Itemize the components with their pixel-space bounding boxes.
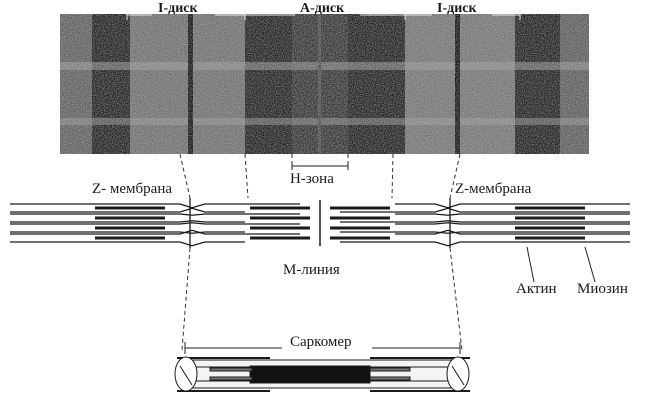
actin-filament [10, 214, 300, 215]
sarcomere-label: Саркомер [290, 334, 352, 350]
z-membrane-right-label: Z-мембрана [455, 181, 532, 197]
actin-filament [340, 221, 630, 222]
filament-schematic [10, 198, 630, 248]
myosin-bundle [250, 366, 370, 383]
actin-filament [10, 221, 245, 222]
h-zone-bracket [292, 162, 348, 170]
actin-filament [395, 223, 630, 224]
i-disk-left-label: I-диск [158, 1, 198, 16]
label-pointers [527, 247, 595, 282]
sarcomere-model [175, 357, 470, 391]
actin-filament [395, 214, 630, 215]
z-membrane-left-label: Z- мембрана [92, 181, 172, 197]
electron-micrograph [60, 14, 589, 154]
actin-label: Актин [516, 281, 557, 297]
actin-filament [10, 232, 245, 233]
actin-filament [10, 223, 300, 224]
i-disk-right-label: I-диск [437, 1, 477, 16]
h-zone-label: H-зона [290, 171, 334, 187]
myosin-label: Миозин [577, 281, 628, 297]
m-line-label: М-линия [283, 262, 340, 278]
z-disc-right [447, 357, 469, 391]
a-disk-label: A-диск [300, 1, 345, 16]
actin-filament [10, 242, 245, 246]
actin-filament [395, 204, 630, 208]
actin-filament [340, 242, 630, 246]
z-disc-left [175, 357, 197, 391]
actin-filament [340, 232, 630, 233]
